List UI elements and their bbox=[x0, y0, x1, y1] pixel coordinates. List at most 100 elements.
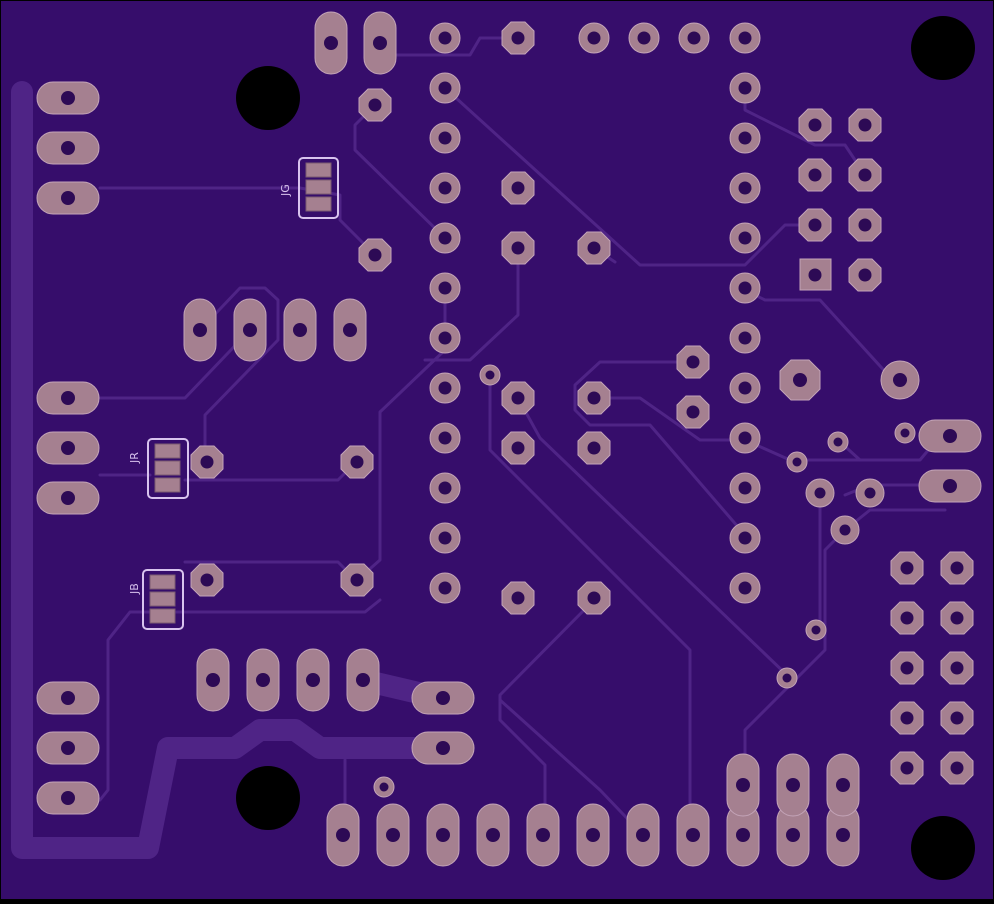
oct-pad bbox=[358, 88, 392, 122]
oval-pad bbox=[296, 648, 330, 712]
header-pad bbox=[848, 208, 882, 242]
oval-pad bbox=[36, 681, 100, 715]
header-pad bbox=[890, 601, 924, 635]
via bbox=[373, 776, 395, 798]
ic-pin-pad bbox=[429, 522, 461, 554]
oval-pad bbox=[363, 11, 397, 75]
oval-pad bbox=[476, 803, 510, 867]
jumper-jg-label: JG bbox=[279, 184, 292, 197]
ic-pin-pad bbox=[729, 122, 761, 154]
header-pad bbox=[890, 751, 924, 785]
jumper-jb-label: JB bbox=[128, 583, 141, 595]
jumper-jb: JB bbox=[128, 569, 184, 630]
oval-pad bbox=[676, 803, 710, 867]
oval-pad bbox=[376, 803, 410, 867]
oval-pad bbox=[626, 803, 660, 867]
oval-pad bbox=[246, 648, 280, 712]
left-connector-pads bbox=[36, 81, 100, 815]
ic-pin-pad bbox=[729, 272, 761, 304]
oval-pad bbox=[36, 381, 100, 415]
oval-pad bbox=[36, 431, 100, 465]
large-pads bbox=[779, 359, 920, 401]
header-pad bbox=[890, 551, 924, 585]
header-pad bbox=[940, 701, 974, 735]
header-pad bbox=[628, 22, 660, 54]
ic-pin-pad bbox=[729, 172, 761, 204]
square-pin-one-pad bbox=[799, 258, 832, 291]
via bbox=[776, 667, 798, 689]
oval-pad bbox=[333, 298, 367, 362]
large-oct-pad bbox=[779, 359, 821, 401]
oct-pad bbox=[676, 395, 710, 429]
oval-pad bbox=[314, 11, 348, 75]
oval-pad bbox=[36, 81, 100, 115]
oval-pad bbox=[326, 803, 360, 867]
oval-pad bbox=[183, 298, 217, 362]
mounting-hole-bottom-left bbox=[236, 766, 300, 830]
via bbox=[855, 478, 885, 508]
header-pad bbox=[578, 22, 610, 54]
oct-pad bbox=[501, 431, 535, 465]
ic-pin-pad bbox=[729, 322, 761, 354]
via bbox=[805, 619, 827, 641]
jumper-jr: JR bbox=[128, 438, 189, 499]
header-pad bbox=[890, 651, 924, 685]
oval-pad bbox=[233, 298, 267, 362]
ic-pin-pad bbox=[429, 322, 461, 354]
icsp-header bbox=[798, 108, 882, 292]
power-rail-trace bbox=[11, 81, 451, 859]
oct-pad bbox=[577, 231, 611, 265]
oct-pad bbox=[577, 581, 611, 615]
oval-pad bbox=[36, 131, 100, 165]
jumper-jr-label: JR bbox=[128, 452, 141, 464]
oct-pad bbox=[501, 171, 535, 205]
oct-pad bbox=[340, 563, 374, 597]
ic-pin-pad bbox=[429, 72, 461, 104]
mounting-hole-top-left bbox=[236, 66, 300, 130]
header-pad bbox=[848, 108, 882, 142]
via bbox=[479, 364, 501, 386]
oct-pad bbox=[501, 21, 535, 55]
ic-pin-pad bbox=[429, 122, 461, 154]
oct-pad bbox=[577, 381, 611, 415]
oval-pad bbox=[36, 481, 100, 515]
ic-pin-pad bbox=[429, 222, 461, 254]
ic-pin-pad bbox=[429, 272, 461, 304]
oval-pad bbox=[196, 648, 230, 712]
oct-pad bbox=[358, 238, 392, 272]
top-header-pads bbox=[578, 22, 710, 54]
oval-pad bbox=[576, 803, 610, 867]
ic-pin-pad bbox=[429, 372, 461, 404]
oval-pad bbox=[726, 753, 760, 817]
oct-pad bbox=[340, 445, 374, 479]
header-pad bbox=[940, 601, 974, 635]
header-pad bbox=[798, 158, 832, 192]
oval-pad bbox=[526, 803, 560, 867]
via bbox=[830, 515, 860, 545]
via bbox=[894, 422, 916, 444]
oct-pad bbox=[190, 445, 224, 479]
oval-pad bbox=[411, 731, 475, 765]
mounting-hole-top-right bbox=[911, 16, 975, 80]
ic-pin-pad bbox=[429, 172, 461, 204]
ic-pin-pad bbox=[429, 572, 461, 604]
oval-pad bbox=[283, 298, 317, 362]
header-pad bbox=[890, 701, 924, 735]
header-pad bbox=[678, 22, 710, 54]
oval-pad bbox=[426, 803, 460, 867]
header-pad bbox=[848, 258, 882, 292]
header-pad bbox=[798, 108, 832, 142]
header-pad bbox=[940, 751, 974, 785]
oct-pad bbox=[190, 563, 224, 597]
oval-pad bbox=[36, 731, 100, 765]
oval-pad bbox=[36, 181, 100, 215]
oct-pad bbox=[501, 381, 535, 415]
oct-pad bbox=[501, 581, 535, 615]
header-pad bbox=[940, 651, 974, 685]
ic-pin-pad bbox=[729, 472, 761, 504]
large-round-pad bbox=[880, 360, 920, 400]
oval-pad bbox=[918, 419, 982, 453]
via bbox=[786, 451, 808, 473]
ic-pin-pad bbox=[729, 522, 761, 554]
